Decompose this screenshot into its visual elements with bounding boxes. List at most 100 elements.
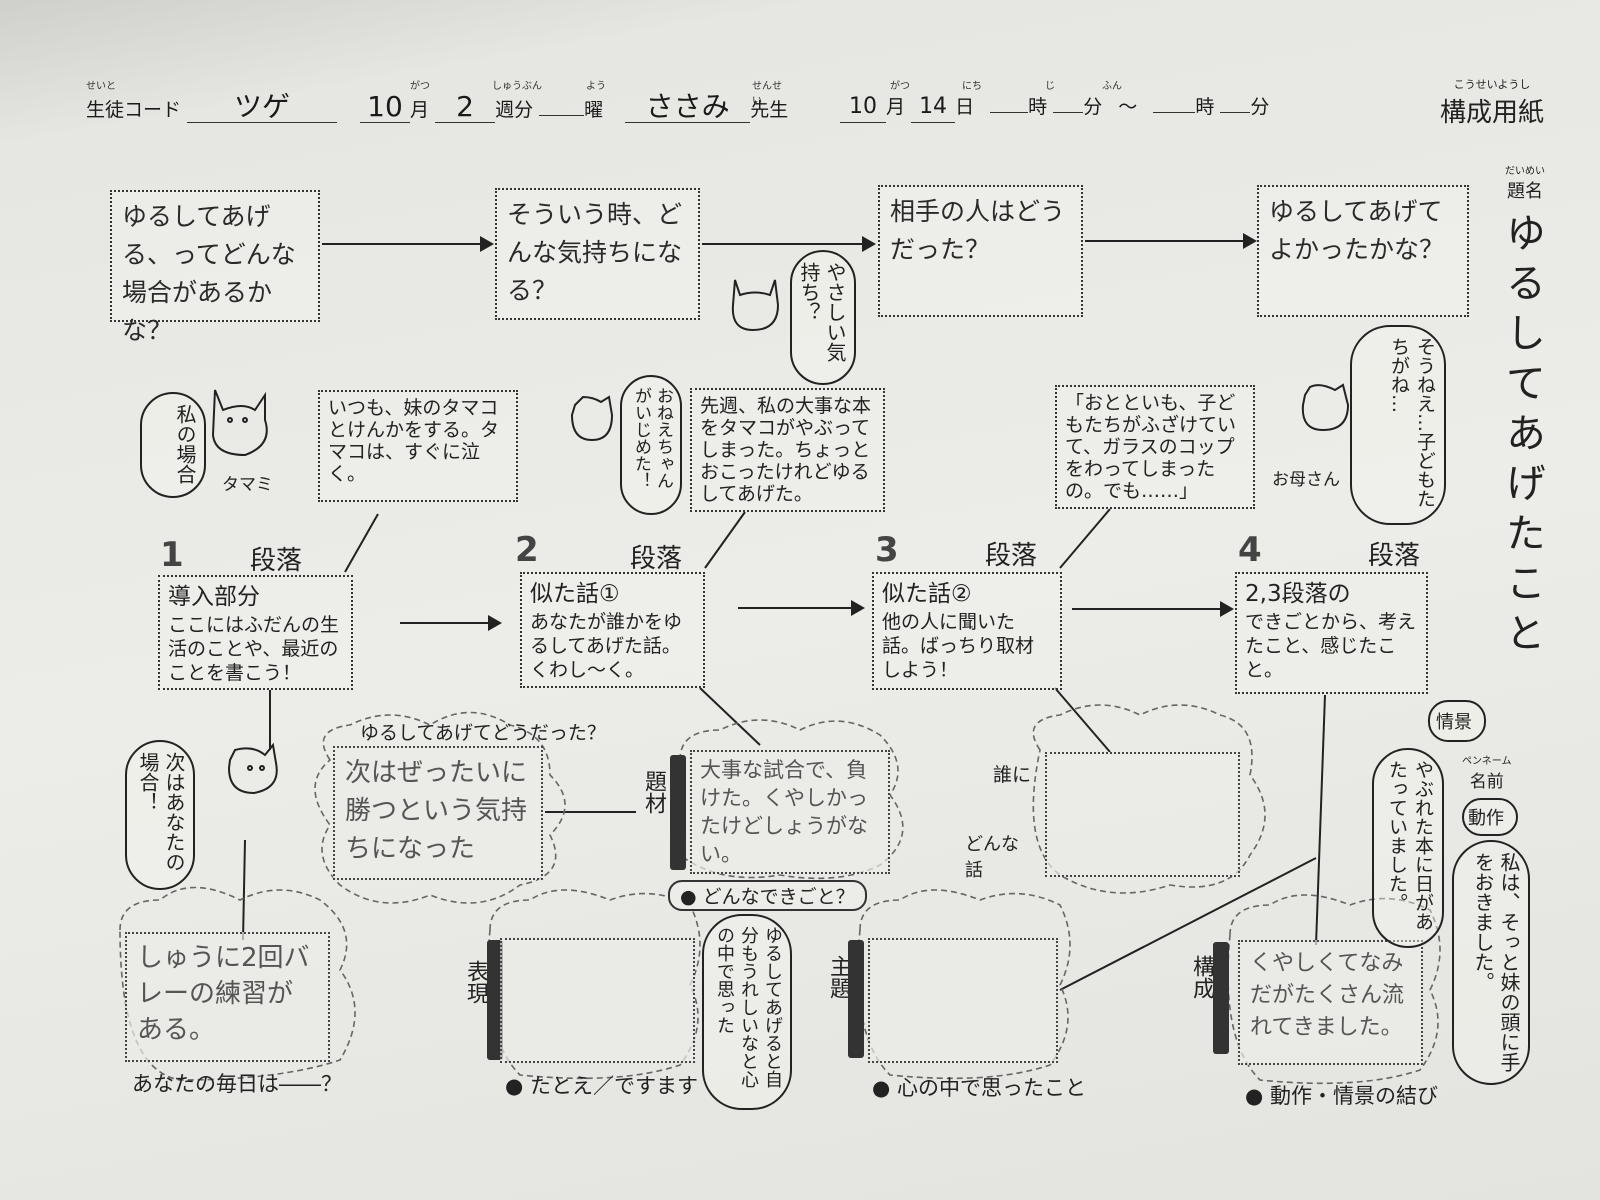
speech-bubble-your-case: 次はあなたの場合！ <box>125 740 195 890</box>
paragraph-number: 4 <box>1238 530 1262 570</box>
story-answer-box[interactable] <box>1045 752 1240 877</box>
arrow-icon <box>400 615 502 631</box>
ruby: だいめい <box>1505 166 1545 177</box>
date-day-value[interactable]: 14 <box>911 92 956 123</box>
hour-label: 時 <box>1195 96 1215 118</box>
theme-hint: ● 心の中で思ったこと <box>872 1076 1086 1100</box>
speech-bubble-sister: おねえちゃんがいじめた！ <box>620 375 682 515</box>
example-box-2: 先週、私の大事な本をタマコがやぶってしまった。ちょっとおこったけれどゆるしてあげ… <box>690 388 885 512</box>
scene-tag: 情景 <box>1428 700 1486 742</box>
weekday-label: 曜 <box>584 99 604 121</box>
ruby: ペンネーム <box>1462 756 1512 767</box>
teacher-label: 先生 <box>750 99 789 121</box>
material-answer-box[interactable]: 大事な試合で、負けた。くやしかったけどしょうがない。 <box>690 750 890 874</box>
speech-bubble-scene: やぶれた本に日があたっていました。 <box>1372 748 1444 948</box>
title-value[interactable]: ゆるしてあげたこと <box>1499 212 1545 662</box>
action-tag: 動作 <box>1462 798 1518 836</box>
arrow-icon <box>1085 233 1257 249</box>
what-story-label: どんな話 <box>965 834 1019 881</box>
example-box-1: いつも、妹のタマコとけんかをする。タマコは、すぐに泣く。 <box>318 390 518 502</box>
question-box-4: ゆるしてあげてよかったかな？ <box>1257 185 1469 317</box>
expression-tag: 表現 <box>463 960 488 1004</box>
minute-label: 分 <box>1250 96 1270 118</box>
question-box-1: ゆるしてあげる、ってどんな場合があるかな？ <box>110 190 320 345</box>
sheet-title: こうせいようし 構成用紙 <box>1440 76 1544 129</box>
ruby: じ <box>1045 81 1055 92</box>
ruby: こうせいようし <box>1453 78 1531 91</box>
speech-bubble-mother: そうねえ…子どもたちがね… <box>1350 325 1446 525</box>
mother-label: お母さん <box>1272 470 1340 490</box>
paragraph-box-3: 似た話② 他の人に聞いた話。ばっちり取材しよう！ <box>872 572 1062 690</box>
student-code-field: せいと 生徒コード ツゲ <box>86 81 338 123</box>
paragraph-box-1: 導入部分 ここにはふだんの生活のことや、最近のことを書こう！ <box>158 575 353 690</box>
paragraph-number: 3 <box>875 530 899 570</box>
paragraph-box-4: 2,3段落の できごとから、考えたこと、感じたこと。 <box>1235 572 1428 694</box>
speech-bubble-my-case: 私の場合 <box>140 392 206 498</box>
tag-bar <box>1213 942 1229 1054</box>
what-event-label: ● どんなできごと？ <box>668 880 867 911</box>
example-box-3: 「おとといも、子どもたちがふざけていて、ガラスのコップをわってしまったの。でも…… <box>1055 385 1255 509</box>
paragraph-title: 似た話① <box>530 581 620 607</box>
tag-bar <box>670 755 686 870</box>
week-value[interactable]: 2 <box>435 92 496 123</box>
structure-hint-text: 動作・情景の結び <box>1270 1084 1438 1108</box>
start-minute[interactable] <box>1053 112 1084 113</box>
paragraph-title: 導入部分 <box>168 584 260 610</box>
minute-label: 分 <box>1083 96 1103 118</box>
ruby: せんせい <box>752 81 782 107</box>
paragraph-label: 段落 <box>630 544 683 574</box>
ruby: よう <box>586 81 606 92</box>
ruby: にち <box>962 81 982 92</box>
feeling-answer-box[interactable]: 次はぜったいに勝つという気持ちになった <box>333 746 543 880</box>
start-hour[interactable] <box>990 112 1029 113</box>
title-label-text: 題名 <box>1507 181 1543 202</box>
month-label: 月 <box>410 99 430 121</box>
weekday-value[interactable] <box>539 115 585 116</box>
paragraph-number: 2 <box>515 530 539 570</box>
expression-hint: ● たとえ／ですます <box>505 1074 698 1098</box>
end-hour[interactable] <box>1153 112 1196 113</box>
expression-hint-text: たとえ／ですます <box>530 1074 698 1098</box>
ruby: しゅうぶん <box>492 81 542 92</box>
expression-answer-box[interactable] <box>500 938 695 1063</box>
hour-label: 時 <box>1028 96 1048 118</box>
sheet-title-text: 構成用紙 <box>1440 98 1545 128</box>
student-code-label: 生徒コード <box>86 99 182 121</box>
arrow-icon <box>322 236 494 252</box>
name-field: ペンネーム 名前 <box>1462 752 1512 792</box>
paragraph-label: 段落 <box>1368 541 1421 571</box>
paragraph-label: 段落 <box>250 546 303 576</box>
paragraph-body: できごとから、考えたこと、感じたこと。 <box>1245 611 1417 681</box>
theme-tag: 主題 <box>826 955 851 999</box>
ruby: せいと <box>86 81 116 92</box>
tag-bar <box>487 940 503 1060</box>
end-minute[interactable] <box>1220 112 1251 113</box>
cat-doodles <box>211 279 1350 795</box>
paragraph-box-2: 似た話① あなたが誰かをゆるしてあげた話。くわし～く。 <box>520 572 705 688</box>
paragraph-body: 他の人に聞いた話。ばっちり取材しよう！ <box>882 611 1035 681</box>
material-tag: 題材 <box>641 770 666 814</box>
speech-bubble-kind-feeling: やさしい気持ち？ <box>790 250 856 385</box>
month-value[interactable]: 10 <box>360 92 410 123</box>
daily-answer-box[interactable]: しゅうに2回バレーの練習がある。 <box>125 932 330 1062</box>
question-box-2: そういう時、どんな気持ちになる？ <box>495 188 700 320</box>
theme-hint-text: 心の中で思ったこと <box>897 1076 1086 1100</box>
structure-answer-box[interactable]: くやしくてなみだがたくさん流れてきました。 <box>1238 940 1423 1065</box>
speech-bubble-action[interactable]: 私は、そっと妹の頭に手をおきました。 <box>1452 840 1530 1085</box>
date-month-label: 月 <box>886 96 906 118</box>
teacher-value[interactable]: ささみ <box>625 92 751 123</box>
student-code-value[interactable]: ツゲ <box>187 92 338 123</box>
paragraph-title: 2,3段落の <box>1245 581 1351 607</box>
ruby: がつ <box>410 81 430 92</box>
question-box-3: 相手の人はどうだった？ <box>878 185 1083 317</box>
arrow-icon <box>738 600 865 616</box>
date-month-value[interactable]: 10 <box>840 92 886 123</box>
theme-answer-box[interactable] <box>868 938 1058 1063</box>
arrow-icon <box>702 236 876 252</box>
date-day-label: 日 <box>955 96 975 118</box>
week-label: 週分 <box>495 99 534 121</box>
ruby: ふん <box>1102 81 1122 92</box>
